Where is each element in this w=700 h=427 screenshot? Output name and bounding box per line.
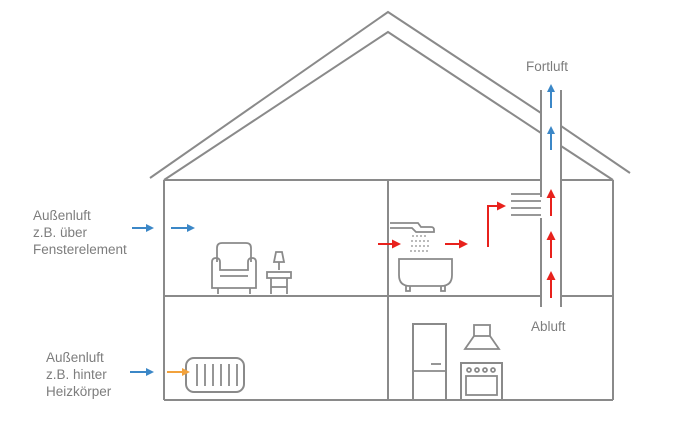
label-fortluft: Fortluft (526, 59, 569, 74)
exhaust-vent-grille (511, 188, 542, 216)
label-line: z.B. über (33, 225, 88, 240)
label-outdoor-air-window: Außenluft z.B. über Fensterelement (33, 207, 127, 258)
label-line: Außenluft (33, 208, 91, 223)
range-hood-icon (463, 324, 501, 350)
label-line: Heizkörper (46, 384, 112, 399)
roof-inner (163, 30, 542, 181)
roof-outer-right (560, 125, 631, 174)
bathtub-icon (398, 258, 453, 292)
exhaust-air-arrows (378, 189, 556, 298)
shower-head-icon (390, 222, 435, 252)
armchair-icon (211, 242, 257, 294)
label-abluft: Abluft (531, 319, 566, 334)
label-line: Fensterelement (33, 242, 127, 257)
label-outdoor-air-radiator: Außenluft z.B. hinter Heizkörper (46, 349, 111, 400)
arrow-exhaust-to-vent (487, 201, 506, 247)
house-walls (163, 179, 614, 401)
outdoor-air-arrows (130, 84, 555, 376)
label-line: z.B. hinter (46, 367, 107, 382)
roof-inner-right (560, 145, 614, 181)
side-table-lamp-icon (266, 251, 292, 294)
refrigerator-icon (412, 323, 447, 401)
label-line: Außenluft (46, 350, 104, 365)
roof-outer (149, 10, 542, 179)
exhaust-duct (511, 90, 562, 307)
stove-oven-icon (460, 362, 503, 401)
radiator-icon (185, 357, 245, 393)
shower-water-drops (410, 235, 429, 252)
roof (149, 10, 631, 181)
